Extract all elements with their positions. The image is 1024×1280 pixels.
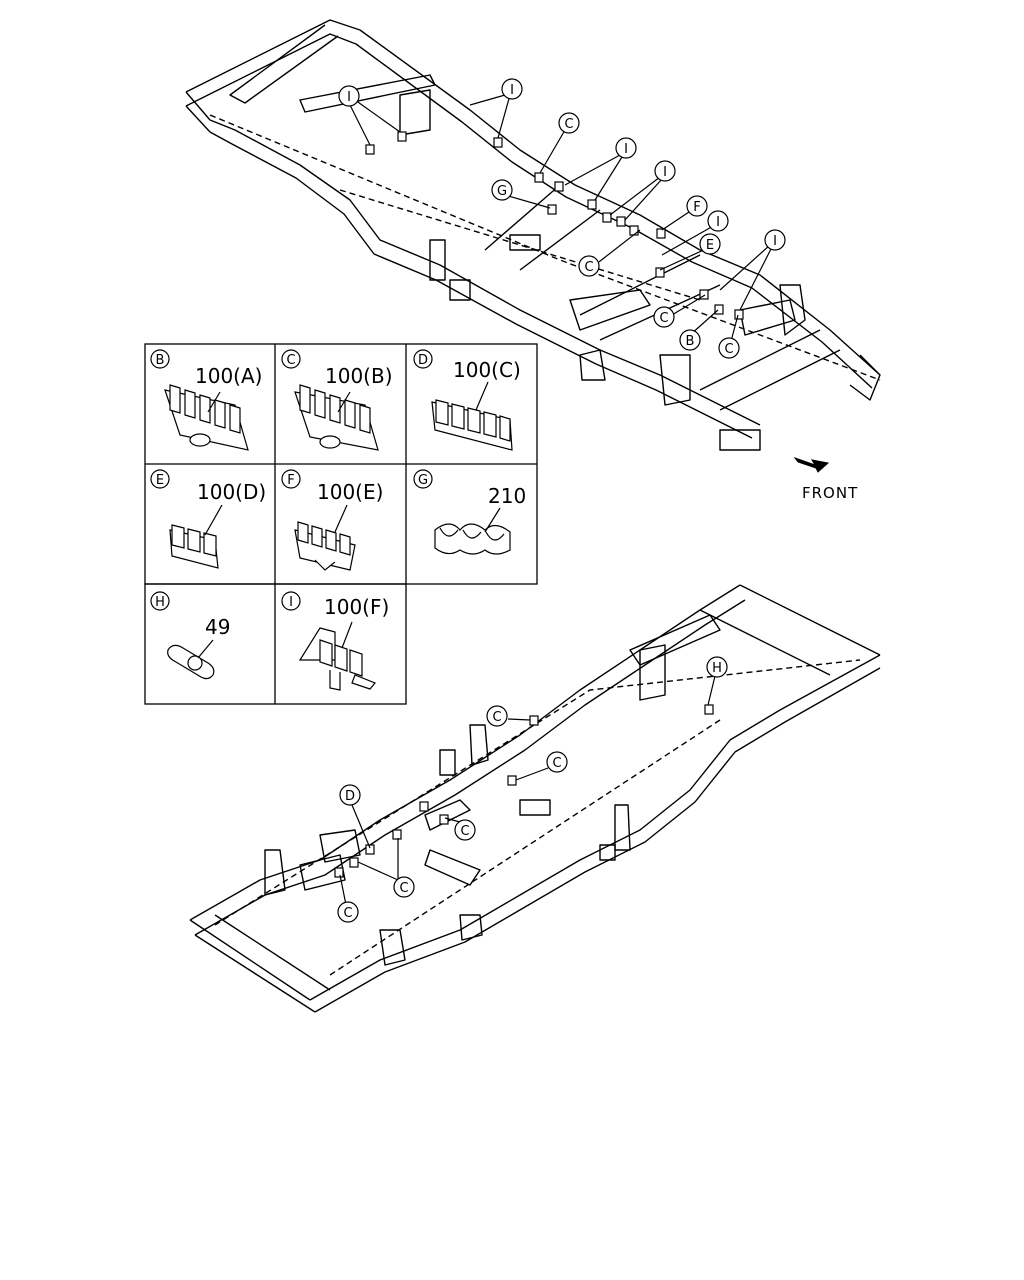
panel-F: F 100(E) <box>281 469 383 571</box>
part-number: 210 <box>488 484 526 508</box>
part-number: 100(D) <box>197 480 266 504</box>
part-number: 49 <box>205 615 230 639</box>
panel-D: D 100(C) <box>413 349 521 451</box>
callout-letter: H <box>712 661 722 676</box>
bottom-frame-clips <box>334 704 714 878</box>
panel-letter: G <box>418 473 428 488</box>
panel-letter: E <box>156 473 164 488</box>
callout-letter: I <box>716 215 720 230</box>
parts-grid <box>144 343 538 705</box>
callout-letter: I <box>347 90 351 105</box>
front-arrow: FRONT <box>793 456 858 502</box>
callout-letter: C <box>552 756 561 771</box>
callout-letter: C <box>343 906 352 921</box>
clip-100e-icon <box>294 504 356 571</box>
clip-49-icon <box>167 639 215 680</box>
callout-letter: I <box>624 142 628 157</box>
callout-letter: F <box>693 200 700 215</box>
callout-letter: I <box>773 234 777 249</box>
top-callout-letters: I I C I G I F I C E I C B C <box>347 83 777 357</box>
bottom-frame-drawing <box>189 584 881 1013</box>
panel-C: C 100(B) <box>281 349 393 451</box>
top-callouts <box>349 94 773 346</box>
part-number: 100(C) <box>453 358 521 382</box>
part-number: 100(F) <box>324 595 389 619</box>
panel-E: E 100(D) <box>150 469 266 569</box>
callout-letter: C <box>584 260 593 275</box>
bottom-callouts <box>339 675 716 906</box>
callout-letter: C <box>460 824 469 839</box>
bottom-callout-letters: H C C C D C C <box>343 661 721 921</box>
clip-100a-icon <box>164 384 249 451</box>
panel-I: I 100(F) <box>281 591 389 691</box>
panel-letter: D <box>418 353 428 368</box>
callout-letter: E <box>706 238 714 253</box>
callout-letter: C <box>659 311 668 326</box>
clip-100f-icon <box>298 621 376 691</box>
panel-B: B 100(A) <box>150 349 262 451</box>
front-label: FRONT <box>802 484 858 502</box>
panel-G: G 210 <box>413 469 526 555</box>
part-number: 100(A) <box>195 364 262 388</box>
panel-letter: C <box>286 353 295 368</box>
top-callout-circles <box>338 78 786 359</box>
callout-letter: I <box>510 83 514 98</box>
bottom-callout-circles <box>337 656 728 923</box>
part-number: 100(B) <box>325 364 393 388</box>
callout-letter: B <box>686 334 695 349</box>
clip-210-icon <box>434 507 511 555</box>
clip-100d-icon <box>169 504 223 569</box>
panel-letter: I <box>289 595 293 610</box>
panel-letter: H <box>155 595 165 610</box>
callout-letter: C <box>492 710 501 725</box>
callout-letter: C <box>399 881 408 896</box>
callout-letter: C <box>724 342 733 357</box>
panel-letter: F <box>287 473 294 488</box>
clip-100c-icon <box>431 381 513 451</box>
part-number: 100(E) <box>317 480 383 504</box>
clip-100b-icon <box>294 384 379 451</box>
callout-letter: D <box>345 789 355 804</box>
panel-H: H 49 <box>150 591 230 680</box>
callout-letter: G <box>497 184 507 199</box>
panel-letter: B <box>156 353 165 368</box>
callout-letter: I <box>663 165 667 180</box>
top-frame-clips <box>365 131 744 320</box>
callout-letter: C <box>564 117 573 132</box>
